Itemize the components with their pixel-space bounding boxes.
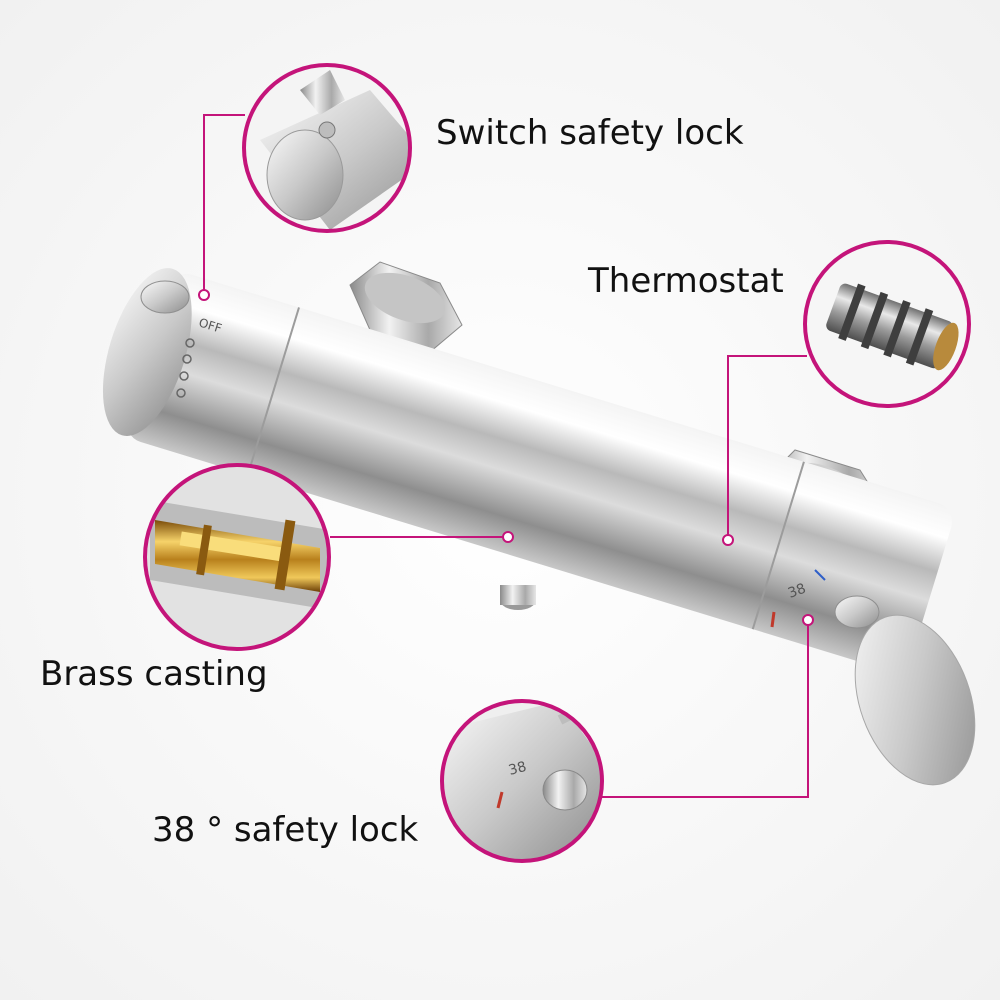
switch-safety-lock-label: Switch safety lock — [436, 113, 744, 153]
brass-cutaway-icon — [145, 465, 329, 649]
38-safety-lock-label: 38 ° safety lock — [152, 810, 419, 850]
thermostat-cartridge-icon — [805, 242, 969, 406]
inlet-nut-left — [349, 261, 463, 353]
svg-text:38: 38 — [507, 759, 528, 779]
temp-38-marking: 38 — [786, 581, 808, 602]
thermostat-label: Thermostat — [587, 261, 784, 301]
callout-brass-casting: Brass casting — [40, 463, 514, 694]
brass-casting-label: Brass casting — [40, 654, 268, 694]
callout-38-safety-lock: 38 38 ° safety lock — [152, 614, 814, 863]
callout-thermostat: Thermostat — [587, 240, 971, 546]
switch-lock-detail-icon — [244, 65, 410, 231]
off-marking: OFF — [197, 315, 223, 335]
callout-switch-safety-lock: Switch safety lock — [198, 63, 744, 301]
thermostatic-valve: OFF 38 — [102, 261, 976, 786]
38-lock-detail-icon: 38 — [442, 701, 602, 861]
